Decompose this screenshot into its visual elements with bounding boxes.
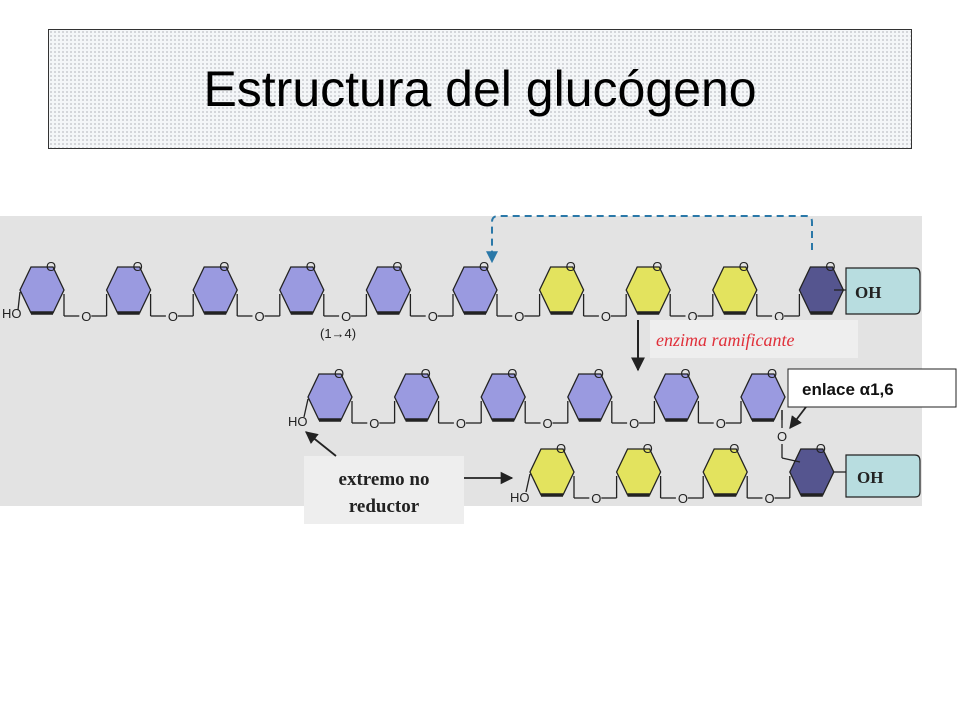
ring-oxygen-label: O <box>46 259 56 274</box>
glycosidic-oxygen-label: O <box>774 309 784 324</box>
glycosidic-oxygen-label: O <box>81 309 91 324</box>
glycosidic-oxygen-label: O <box>543 416 553 431</box>
middle-glucose-5: O <box>653 366 700 422</box>
top-glucose-7: O <box>538 259 585 315</box>
middle-glucose-1: O <box>307 366 353 422</box>
middle-glucose-2: O <box>393 366 440 422</box>
page-title: Estructura del glucógeno <box>203 61 757 117</box>
bottom-glucose-1: O <box>529 441 575 497</box>
nonreducing-label-line1: extremo no <box>339 469 430 490</box>
top-ho-bond <box>17 291 21 311</box>
ring-oxygen-label: O <box>507 366 517 381</box>
ho-label-top: HO <box>2 306 22 321</box>
nonreducing-label-box <box>304 456 464 524</box>
ring-oxygen-label: O <box>594 366 604 381</box>
ring-oxygen-label: O <box>652 259 662 274</box>
middle-glucose-3: O <box>480 366 526 422</box>
ring-oxygen-label: O <box>739 259 749 274</box>
bond-arrow <box>789 406 807 430</box>
glycosidic-oxygen-label: O <box>601 309 611 324</box>
bottom-glucose-3: O <box>702 441 748 497</box>
ring-oxygen-label: O <box>643 441 653 456</box>
top-glucose-1: O <box>19 259 65 315</box>
top-glucose-3: O <box>192 259 238 315</box>
glycosidic-oxygen-label: O <box>514 309 524 324</box>
glycosidic-oxygen-label: O <box>456 416 466 431</box>
ring-oxygen-label: O <box>680 366 690 381</box>
middle-glucose-4: O <box>567 366 613 422</box>
glycosidic-oxygen-label: O <box>428 309 438 324</box>
ring-oxygen-label: O <box>825 259 835 274</box>
top-glucose-9: O <box>712 259 758 315</box>
ring-oxygen-label: O <box>729 441 739 456</box>
branch-o-label: O <box>777 429 787 444</box>
top-glucose-4: O <box>279 259 325 315</box>
bottom-glucose-2: O <box>615 441 662 497</box>
oh-box-bottom <box>845 454 921 498</box>
glycosidic-oxygen-label: O <box>369 416 379 431</box>
glycosidic-oxygen-label: O <box>341 309 351 324</box>
ring-oxygen-label: O <box>334 366 344 381</box>
enzyme-label-box <box>650 320 858 358</box>
glycosidic-oxygen-label: O <box>629 416 639 431</box>
nonreducing-label-line2: reductor <box>349 496 420 517</box>
oh-label-bottom: OH <box>857 468 883 487</box>
ho-label-middle: HO <box>288 414 308 429</box>
branch-bond-right <box>781 457 801 463</box>
glycosidic-oxygen-label: O <box>678 491 688 506</box>
top-glucose-5: O <box>365 259 412 315</box>
oh-label-top: OH <box>855 283 881 302</box>
linkage-label: (1→4) <box>320 326 356 341</box>
glycosidic-oxygen-label: O <box>765 491 775 506</box>
enzyme-label: enzima ramificante <box>656 330 794 350</box>
oh-box-top <box>845 267 921 315</box>
ring-oxygen-label: O <box>392 259 402 274</box>
ring-oxygen-label: O <box>566 259 576 274</box>
ring-oxygen-label: O <box>133 259 143 274</box>
middle-glucose-6: O <box>740 366 786 422</box>
bottom-ho-bond <box>525 473 531 493</box>
glycosidic-oxygen-label: O <box>688 309 698 324</box>
middle-ho-bond <box>303 398 309 418</box>
ring-oxygen-label: O <box>306 259 316 274</box>
nonreducing-arrow-up <box>305 431 337 457</box>
glycosidic-oxygen-label: O <box>716 416 726 431</box>
ring-oxygen-label: O <box>219 259 229 274</box>
ring-oxygen-label: O <box>479 259 489 274</box>
bottom-glucose-4: O <box>789 441 835 497</box>
transfer-dashed-arrow <box>486 215 813 264</box>
ring-oxygen-label: O <box>767 366 777 381</box>
glycosidic-oxygen-label: O <box>591 491 601 506</box>
top-glucose-8: O <box>625 259 671 315</box>
top-glucose-2: O <box>105 259 152 315</box>
ring-oxygen-label: O <box>556 441 566 456</box>
glycosidic-oxygen-label: O <box>168 309 178 324</box>
top-glucose-6: O <box>452 259 498 315</box>
glycosidic-oxygen-label: O <box>255 309 265 324</box>
bond-label: enlace α1,6 <box>802 380 894 399</box>
title-box: Estructura del glucógeno <box>48 29 912 149</box>
glucose-rings: O O O O O O O O O O O O O O O O O O O O O O O O O O O O O O O O O O O O O <box>17 259 846 506</box>
ho-label-bottom: HO <box>510 490 530 505</box>
ring-oxygen-label: O <box>421 366 431 381</box>
bond-label-box <box>787 368 957 408</box>
ring-oxygen-label: O <box>816 441 826 456</box>
